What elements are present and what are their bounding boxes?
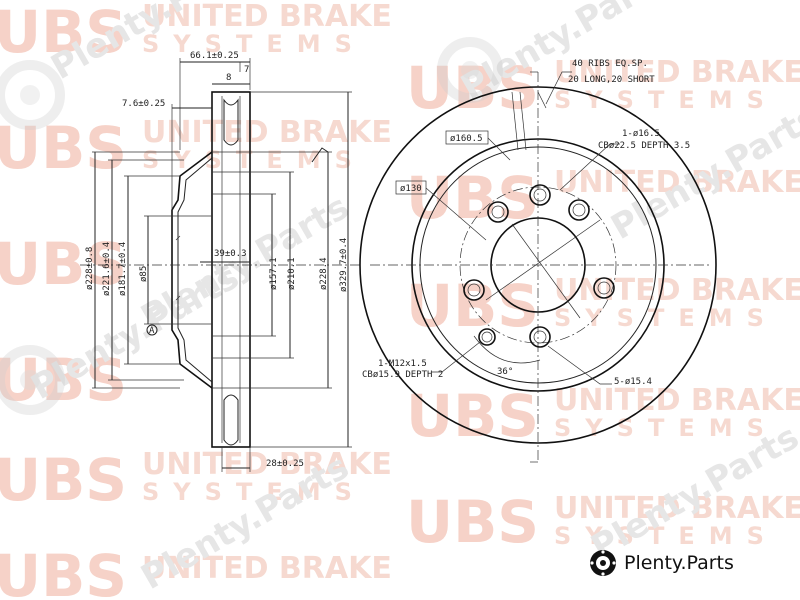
watermark-systems: SYSTEMS	[554, 86, 778, 114]
rib-line	[511, 91, 519, 151]
watermark-systems: SYSTEMS	[554, 304, 778, 332]
leader-pin-hole	[559, 143, 620, 191]
ribs-note-2: 20 LONG,20 SHORT	[568, 75, 655, 85]
thread-1: 1-M12x1.5	[378, 359, 427, 369]
watermark-systems: SYSTEMS	[554, 414, 778, 442]
watermark-systems: SYSTEMS	[142, 478, 366, 506]
watermark-brand: UNITED BRAKE	[142, 447, 392, 482]
bolt-holes-note: 5-ø15.4	[614, 377, 652, 387]
dim-d130: ø130	[400, 184, 422, 194]
datum-a-label: A	[149, 326, 155, 336]
leader-d160	[487, 137, 511, 161]
watermark-brand: UNITED BRAKE	[554, 383, 800, 418]
watermark-ubs: UBS	[0, 114, 127, 182]
angle-arc	[473, 335, 541, 364]
plenty-parts-logo[interactable]: Plenty.Parts	[588, 548, 734, 578]
d130-box	[395, 180, 427, 195]
watermark-ubs: UBS	[406, 382, 539, 450]
watermark-ubs: UBS	[406, 272, 539, 340]
surface-mark	[311, 147, 329, 163]
dim-d329: ø329.7±0.4	[339, 238, 349, 292]
rib-line	[537, 91, 547, 109]
hat-inner-profile	[177, 157, 213, 383]
angle-label: 36°	[497, 367, 513, 377]
watermark-disc-icon	[0, 60, 65, 130]
disc-ring-outline	[211, 91, 251, 448]
leader-bolt-holes	[547, 345, 612, 385]
watermark-ubs: UBS	[0, 230, 127, 298]
watermark-ubs: UBS	[0, 0, 127, 66]
pin-hole-2: CBø22.5 DEPTH 3.5	[598, 141, 690, 151]
vent-channel-top	[223, 98, 239, 146]
watermark-brand: UNITED BRAKE	[142, 115, 392, 150]
section-hatch	[175, 295, 181, 301]
watermark-ubs: UBS	[0, 346, 127, 414]
dim-d221: ø221.6±0.4	[102, 242, 112, 296]
front-view: 40 RIBS EQ.SP. 20 LONG,20 SHORT ø160.5 ø…	[359, 59, 717, 463]
rib-line	[519, 91, 527, 151]
d160-box	[445, 130, 489, 145]
dim-d157: ø157.1	[269, 257, 279, 290]
vent-channel-bottom	[223, 394, 239, 446]
dim-hat-depth: 39±0.3	[214, 249, 247, 259]
ribs-note-1: 40 RIBS EQ.SP.	[572, 59, 648, 69]
dim-d85: ø85	[139, 266, 149, 282]
watermark-disc-icon	[0, 345, 65, 415]
watermark-disc-icon	[437, 37, 503, 103]
bolt-hole	[593, 277, 615, 299]
hat-profile	[171, 151, 213, 389]
threaded-hole	[478, 328, 496, 346]
watermark-brand: UNITED BRAKE	[142, 0, 392, 34]
dim-hub-width: 8	[226, 73, 231, 83]
bolt-hole	[568, 199, 590, 221]
watermark-brand: UNITED BRAKE	[554, 55, 800, 90]
bolt-hole	[529, 326, 551, 348]
dim-hat-offset: 7.6±0.25	[122, 99, 165, 109]
dim-d210: ø210.1	[287, 257, 297, 290]
bolt-hole	[463, 279, 485, 301]
dim-disc-thickness: 28±0.25	[266, 459, 304, 469]
bolt-hole	[529, 184, 551, 206]
datum-a-marker	[146, 324, 158, 336]
watermark-systems: SYSTEMS	[554, 522, 778, 550]
leader-d130	[425, 187, 487, 241]
leader-ribs	[545, 71, 572, 105]
logo-text: Plenty.Parts	[624, 552, 734, 574]
watermark-brand: UNITED BRAKE	[554, 491, 800, 526]
brake-disc-gear-icon	[590, 550, 616, 576]
leader-center	[485, 219, 601, 301]
leader-center	[511, 223, 581, 319]
watermark-systems: SYSTEMS	[142, 30, 366, 58]
dim-d181: ø181.7±0.4	[118, 242, 128, 296]
pin-hole-1: 1-ø16.5	[622, 129, 660, 139]
watermark-ubs: UBS	[406, 488, 539, 556]
watermark-brand: UNITED BRAKE	[554, 273, 800, 308]
side-section-view: 66.1±0.25 8 7 7.6±0.25 39±0.3 28±0.25 ø2…	[80, 51, 360, 472]
watermark-brand: UNITED BRAKE	[554, 165, 800, 200]
leader-thread	[432, 341, 481, 373]
section-hatch	[175, 235, 181, 241]
dim-d228: ø228±0.8	[85, 247, 95, 290]
bolt-hole	[487, 201, 509, 223]
watermark-ubs: UBS	[0, 446, 127, 514]
dim-d228-4: ø228.4	[319, 257, 329, 290]
dim-flange: 7	[244, 65, 249, 75]
dim-d160: ø160.5	[450, 134, 483, 144]
dim-overall-width: 66.1±0.25	[190, 51, 239, 61]
watermark-ubs: UBS	[0, 542, 127, 600]
thread-2: CBø15.9 DEPTH 2	[362, 370, 443, 380]
watermark-brand: UNITED BRAKE	[142, 551, 392, 586]
